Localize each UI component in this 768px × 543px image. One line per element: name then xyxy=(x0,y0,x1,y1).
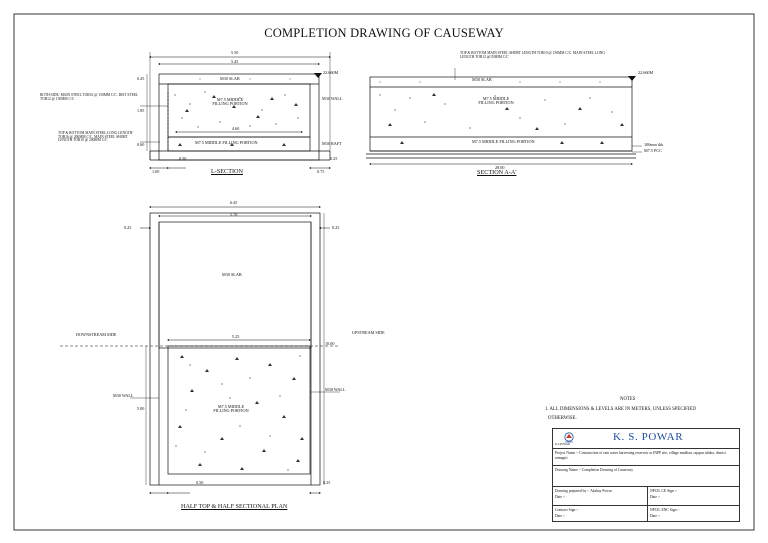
l-section-dim-075: 0.75 xyxy=(317,169,325,174)
plan-dim-top: 6.45 xyxy=(230,200,238,205)
l-section-dim-060: 0.60 xyxy=(137,142,145,147)
plan-dim-right-025: 0.25 xyxy=(332,225,340,230)
plan-hatch xyxy=(175,355,304,471)
ce-sign: NPCIL CE Sign :- xyxy=(650,489,678,493)
section-aa-level: 22.660M xyxy=(638,70,654,75)
section-aa-note-top: TOP & BOTTOM MAIN STEEL SHORT LENGTH TOR… xyxy=(460,51,605,59)
plan-slab-label: M30 SLAB xyxy=(222,272,242,277)
l-section-dim-045: 0.45 xyxy=(137,76,145,81)
plan-drawing xyxy=(60,206,340,494)
l-section-slab-label: M30 SLAB xyxy=(220,76,240,81)
plan-caption: HALF TOP & HALF SECTIONAL PLAN xyxy=(181,503,288,510)
section-aa-hatch xyxy=(379,81,624,144)
notes-heading: NOTES xyxy=(620,397,636,402)
prepared-by: Drawing prepared by :- Akshay Powar xyxy=(555,489,612,493)
plan-dim-mid: 5.25 xyxy=(232,334,240,339)
project-name-row: Project Name :- Construction of rain wat… xyxy=(553,448,739,465)
plan-dim-left-500: 5.00 xyxy=(137,406,145,411)
section-aa-dim-length: 28.00 xyxy=(495,165,505,170)
plan-dim-top-inner: 5.70 xyxy=(230,212,238,217)
drawing-title: COMPLETION DRAWING OF CAUSEWAY xyxy=(264,26,504,40)
plan-dim-bottom-050: 0.50 xyxy=(196,480,204,485)
l-section-level: 22.660M xyxy=(323,70,339,75)
l-section-caption: L-SECTION xyxy=(211,168,243,175)
plan-dim-bottom-025: 0.25 xyxy=(323,480,331,485)
l-section-drawing xyxy=(140,52,331,169)
contract-date: Date :- xyxy=(555,514,566,518)
l-section-raft-label: M30 RAFT xyxy=(322,141,342,146)
notes-line-2: OTHERWISE. xyxy=(548,416,577,421)
ce-date: Date :- xyxy=(650,495,661,499)
l-section-dim-025: 0.25 xyxy=(330,156,338,161)
section-aa-pcc-note-1: 100mm thk xyxy=(644,142,664,147)
section-aa-middle-fill-label: M7.5 MIDDLE FILLING PORTION xyxy=(478,96,514,106)
enc-sign: NPCIL ENC Sign :- xyxy=(650,508,680,512)
project-name: Project Name :- Construction of rain wat… xyxy=(555,451,726,460)
l-section-note-both-side: BOTH SIDE: MAIN STEEL TOR16 @ 150MM C/C.… xyxy=(40,93,139,101)
plan-dim-left-025: 0.25 xyxy=(124,225,132,230)
l-section-middle-fill-label: M7.5 MIDDLE FILLING PORTION xyxy=(212,97,248,107)
l-section-dim-185: 1.85 xyxy=(137,108,145,113)
section-aa-caption: SECTION A-A' xyxy=(477,169,517,176)
notes-line-1: 1. ALL DIMENSIONS & LEVELS ARE IN METERS… xyxy=(545,407,696,412)
plan-wall-right-label: M30 WALL xyxy=(325,387,346,392)
company-logo-text: K.S.POWAR xyxy=(555,443,570,446)
title-block-divider xyxy=(647,486,648,522)
plan-outline xyxy=(149,212,321,486)
plan-dim-right-1000: 10.00 xyxy=(325,341,335,346)
drawing-name-row: Drawing Name :- Completion Drawing of Ca… xyxy=(553,465,739,481)
l-section-dim-top-inner: 5.45 xyxy=(231,59,239,64)
prepared-date: Date :- xyxy=(555,495,566,499)
l-section-hatch xyxy=(174,78,299,146)
drawing-name: Drawing Name :- Completion Drawing of Ca… xyxy=(555,468,634,472)
l-section-dim-inner: 4.60 xyxy=(232,126,240,131)
signature-row-2: Contract Sign :- Date :- NPCIL ENC Sign … xyxy=(553,505,739,522)
company-name: K. S. POWAR xyxy=(613,431,684,443)
company-logo-mark xyxy=(564,432,574,443)
plan-wall-left-label: M30 WALL xyxy=(113,393,134,398)
section-aa-drawing xyxy=(366,68,642,165)
l-section-outline xyxy=(158,73,320,161)
enc-date: Date :- xyxy=(650,514,661,518)
plan-fill-box xyxy=(167,345,311,475)
plan-middle-fill-label: M7.5 MIDDLE FILLING PORTION xyxy=(213,404,249,414)
l-section-dim-050: 0.50 xyxy=(179,156,187,161)
section-aa-bottom-fill-label: M7.5 MIDDLE FILLING PORTION xyxy=(472,139,535,144)
plan-upstream-label: UPSTREAM SIDE xyxy=(352,330,385,335)
section-aa-slab-label: M30 SLAB xyxy=(472,77,492,82)
l-section-dim-top: 5.50 xyxy=(231,50,239,55)
l-section-note-top-bottom: TOP & BOTTOM MAIN STEEL LONG LENGTH TOR1… xyxy=(58,131,133,143)
l-section-wall-label: M30 WALL xyxy=(322,96,343,101)
signature-row-1: Drawing prepared by :- Akshay Powar Date… xyxy=(553,486,739,505)
title-block: K.S.POWAR K. S. POWAR Project Name :- Co… xyxy=(552,428,740,522)
section-aa-pcc-note-2: M7.5 PCC xyxy=(644,148,662,153)
plan-downstream-label: DOWNSTREAM SIDE xyxy=(76,332,117,337)
contract-sign: Contract Sign :- xyxy=(555,508,579,512)
l-section-dim-100: 1.00 xyxy=(152,169,160,174)
l-section-bottom-fill-label: M7.5 MIDDLE FILLING PORTION xyxy=(195,140,258,145)
sheet-border xyxy=(13,13,755,531)
